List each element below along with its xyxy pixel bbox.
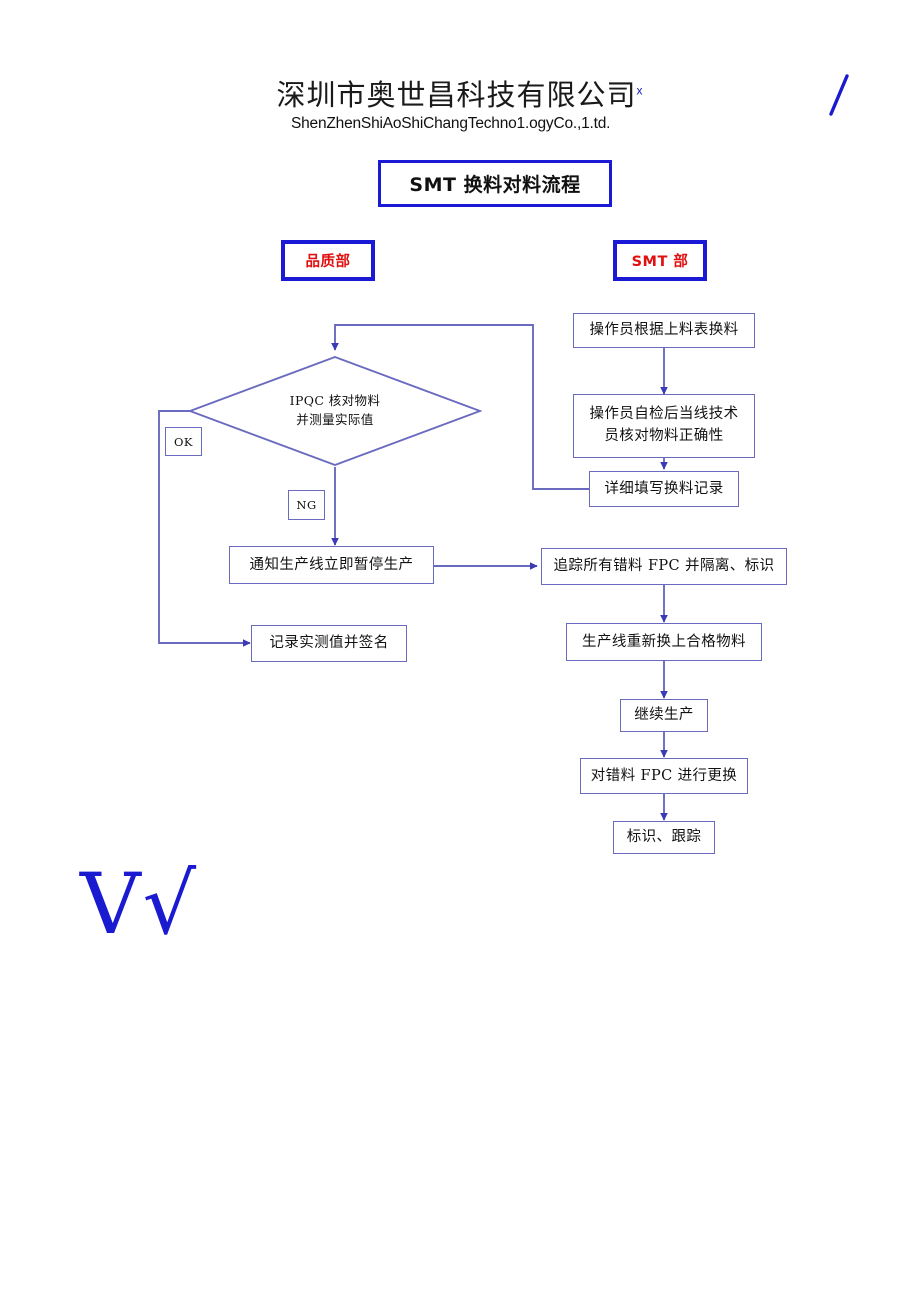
process-node-continue-production: 继续生产	[620, 699, 708, 732]
process-node-operator-change-material: 操作员根据上料表换料	[573, 313, 755, 348]
decision-label-line2: 并测量实际值	[296, 412, 374, 427]
process-node-fill-change-record: 详细填写换料记录	[589, 471, 739, 507]
process-node-stop-production-line: 通知生产线立即暂停生产	[229, 546, 434, 584]
company-name-chinese: 深圳市奥世昌科技有限公司x	[0, 72, 920, 114]
company-name-chinese-text: 深圳市奥世昌科技有限公司	[276, 78, 637, 112]
decision-node-ipqc-check: IPQC 核对物料 并测量实际值	[188, 355, 482, 467]
process-node-rework-wrong-fpc: 对错料 FPC 进行更换	[580, 758, 748, 794]
process-node-selfcheck-line1: 操作员自检后当线技术	[589, 406, 739, 423]
process-node-mark-and-track: 标识、跟踪	[613, 821, 715, 854]
branch-label-ok: OK	[165, 427, 202, 456]
flowchart-title: SMT 换料对料流程	[378, 160, 612, 207]
process-node-replace-qualified-material: 生产线重新换上合格物料	[566, 623, 762, 661]
department-header-quality: 品质部	[281, 240, 375, 281]
company-name-english: ShenZhenShiAoShiChangTechno1.ogyCo.,1.td…	[291, 115, 611, 132]
process-node-trace-wrong-fpc: 追踪所有错料 FPC 并隔离、标识	[541, 548, 787, 585]
process-node-record-and-sign: 记录实测值并签名	[251, 625, 407, 662]
decision-node-label: IPQC 核对物料 并测量实际值	[188, 355, 482, 467]
department-header-smt: SMT 部	[613, 240, 707, 281]
decision-label-line1: IPQC 核对物料	[289, 393, 381, 409]
process-node-selfcheck-line2: 员核对物料正确性	[604, 428, 724, 444]
process-node-operator-selfcheck: 操作员自检后当线技术 员核对物料正确性	[573, 394, 755, 458]
handwritten-check-mark: V√	[80, 855, 199, 953]
company-name-superscript: x	[636, 83, 644, 98]
branch-label-ng: NG	[288, 490, 325, 520]
